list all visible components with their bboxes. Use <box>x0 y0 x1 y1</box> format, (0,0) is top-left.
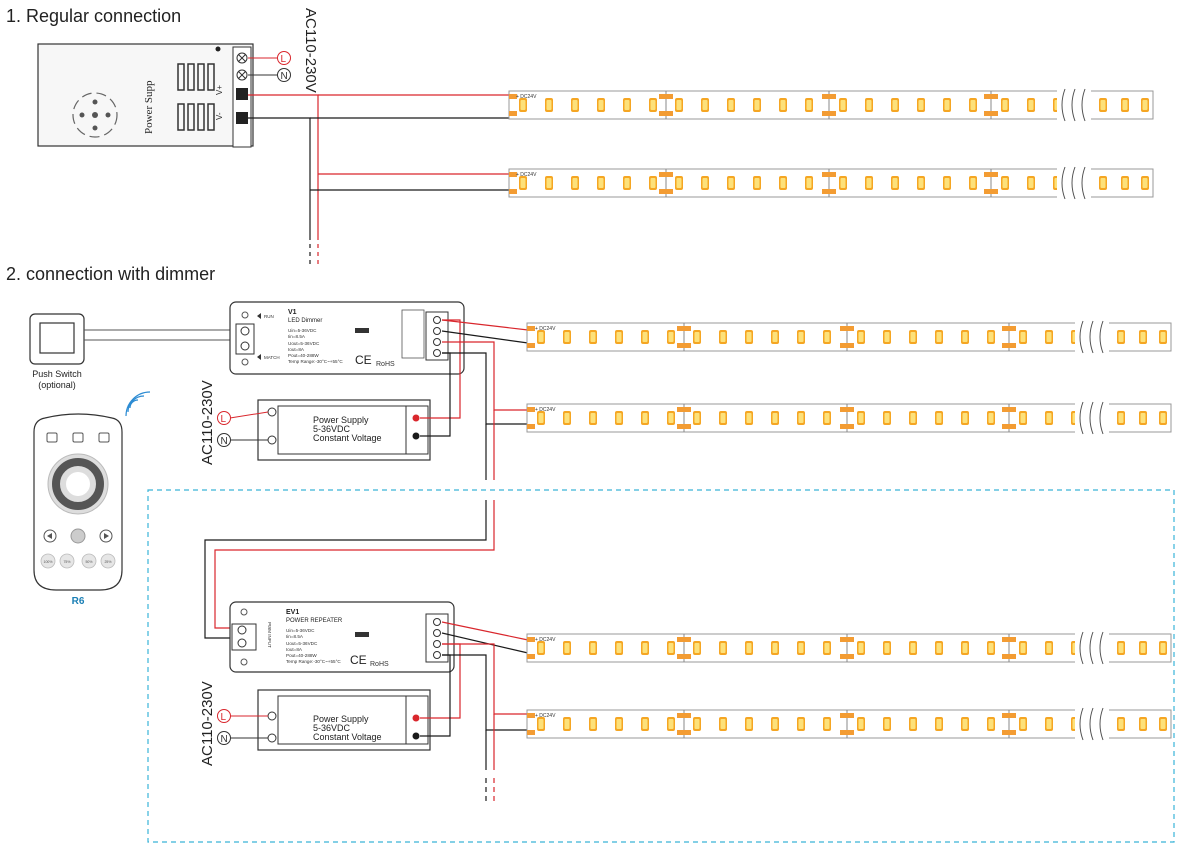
strip-voltage-label: + DC24V <box>535 407 556 413</box>
repeater-dashed-box <box>147 489 1175 843</box>
repeater-ev1: PWM INPUT EV1 POWER REPEATER Uin=5-36VDC… <box>229 601 455 673</box>
section1-title: 1. Regular connection <box>6 6 181 26</box>
neutral-label: N <box>221 436 228 447</box>
live-terminal-icon <box>277 51 291 65</box>
led-strip <box>526 401 1172 435</box>
power-supply-top: Power Supp V+ V- <box>37 43 254 148</box>
neutral-label: N <box>221 734 228 745</box>
neutral-label: N <box>281 71 288 82</box>
neutral-terminal-icon <box>277 68 291 82</box>
push-switch-label: Push Switch <box>32 369 82 379</box>
remote-btn-100: 100% <box>44 560 53 564</box>
live-label: L <box>281 54 287 65</box>
psu1-line1: Power Supply <box>313 415 369 425</box>
psu2-line2: 5-36VDC <box>313 723 351 733</box>
dimmer-ac-label: AC110-230V <box>199 380 216 465</box>
remote-btn-50: 50% <box>85 560 92 564</box>
remote-btn-75: 75% <box>63 560 70 564</box>
psu-top-vminus: V- <box>215 112 224 120</box>
dimmer-spec: Iout=8A <box>288 347 305 352</box>
power-supply-2 <box>257 689 431 751</box>
led-strip <box>508 166 1154 200</box>
dimmer-match-label: MATCH <box>264 355 280 360</box>
led-strip <box>508 88 1154 122</box>
wires-section2-bottom <box>420 621 529 802</box>
wires-section1 <box>248 94 510 268</box>
wires-section2-top <box>204 319 529 639</box>
dimmer-spec: Pout=40-288W <box>288 353 319 358</box>
section2-title: 2. connection with dimmer <box>6 264 215 284</box>
remote-model-label: R6 <box>72 596 85 607</box>
strip-voltage-label: + DC24V <box>516 172 537 178</box>
repeater-spec: Iin=8.5A <box>286 634 304 639</box>
psu1-line3: Constant Voltage <box>313 433 382 443</box>
live-label: L <box>221 712 227 723</box>
strip-voltage-label: + DC24V <box>516 94 537 100</box>
wireless-signal-icon <box>125 391 151 417</box>
repeater-spec: Iout=8A <box>286 647 303 652</box>
live-label: L <box>221 414 227 425</box>
repeater-spec: Uin=5-36VDC <box>286 628 315 633</box>
psu-top-label: Power Supp <box>143 80 155 134</box>
repeater-name: EV1 <box>286 609 299 616</box>
strip-voltage-label: + DC24V <box>535 713 556 719</box>
power-supply-1 <box>257 399 431 461</box>
dimmer-spec: Uin=5-36VDC <box>288 328 317 333</box>
dimmer-rohs: RoHS <box>376 361 395 368</box>
repeater-spec: Uout=5-36VDC <box>286 641 318 646</box>
psu2-line1: Power Supply <box>313 714 369 724</box>
remote-r6: 100% 75% 50% 25% <box>33 413 123 591</box>
strip-voltage-label: + DC24V <box>535 326 556 332</box>
repeater-subtitle: POWER REPEATER <box>286 618 343 624</box>
repeater-spec: Pout=40-288W <box>286 653 317 658</box>
dimmer-spec: Iin=8.5A <box>288 334 306 339</box>
remote-btn-25: 25% <box>104 560 111 564</box>
repeater-spec: Temp Range:-30°C~+55°C <box>286 659 341 664</box>
push-switch <box>29 313 230 365</box>
led-strip <box>526 320 1172 354</box>
led-strip <box>526 631 1172 665</box>
repeater-ac-label: AC110-230V <box>199 681 216 766</box>
dimmer-subtitle: LED Dimmer <box>288 318 322 324</box>
dimmer-ce: CE <box>355 353 372 367</box>
dimmer-name: V1 <box>288 309 297 316</box>
strip-voltage-label: + DC24V <box>535 637 556 643</box>
push-switch-note: (optional) <box>38 380 76 390</box>
dimmer-spec: Temp Range:-30°C~+55°C <box>288 359 343 364</box>
psu1-line2: 5-36VDC <box>313 424 351 434</box>
led-strip <box>526 707 1172 741</box>
psu2-line3: Constant Voltage <box>313 732 382 742</box>
dimmer-run-label: RUN <box>264 314 274 319</box>
fan-vent-icon <box>72 92 118 138</box>
dimmer-spec: Uout=5-36VDC <box>288 341 320 346</box>
section1-ac-label: AC110-230V <box>302 8 319 93</box>
repeater-input-label: PWM INPUT <box>267 622 272 648</box>
power-icon <box>70 528 86 544</box>
repeater-rohs: RoHS <box>370 661 389 668</box>
psu-top-vplus: V+ <box>215 85 224 95</box>
repeater-ce: CE <box>350 653 367 667</box>
dimmer-v1: RUN MATCH V1 LED Dimmer Uin=5-36VDC Iin=… <box>229 301 465 375</box>
